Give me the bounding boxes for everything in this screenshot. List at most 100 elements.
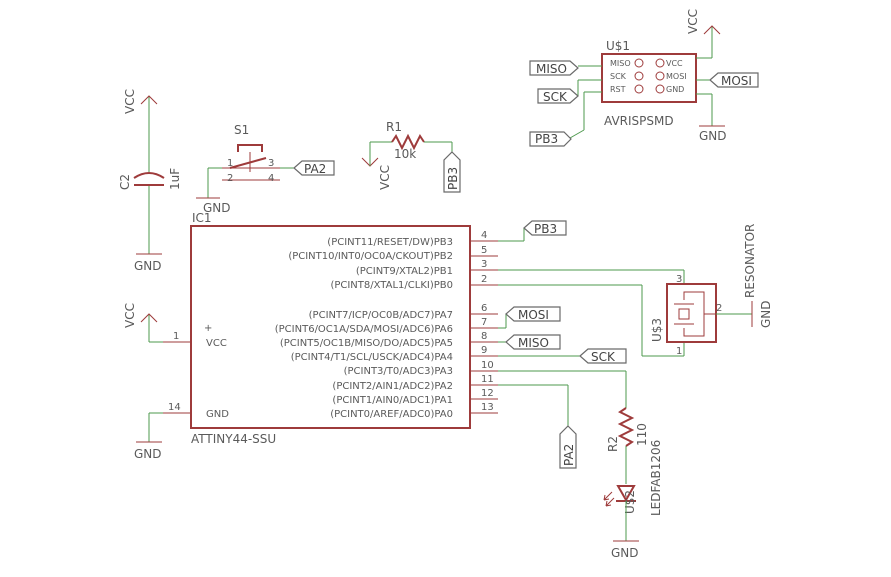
ic1-pinnum-9: 9: [481, 345, 487, 356]
resistor-r1: R1 10k VCC PB3: [361, 120, 461, 193]
s1-pin-2: 2: [227, 173, 233, 184]
ic1-pin-pb2: (PCINT10/INT0/OC0A/CKOUT)PB2: [288, 251, 453, 262]
vcc-label: VCC: [378, 165, 392, 190]
net-label-pa2-ic: PA2: [562, 444, 576, 466]
vcc-label: VCC: [686, 9, 700, 34]
vcc-label: VCC: [123, 89, 137, 114]
ic1-pin-pa0: (PCINT0/AREF/ADC0)PA0: [330, 409, 453, 420]
net-flag-miso-ic: [505, 334, 561, 350]
ic1-pin-pb0: (PCINT8/XTAL1/CLKI)PB0: [330, 280, 453, 291]
ic1-pin-pa4: (PCINT4/T1/SCL/USCK/ADC4)PA4: [291, 352, 453, 363]
u1-pin-gnd: GND: [666, 85, 684, 94]
u3-ref: U$3: [650, 318, 664, 342]
ic1-pin-pa1: (PCINT1/AIN0/ADC1)PA1: [332, 395, 453, 406]
u2-ref: U$2: [623, 490, 637, 514]
ic1-pin-pa5: (PCINT5/OC1B/MISO/DO/ADC5)PA5: [280, 338, 453, 349]
s1-pin-1: 1: [227, 158, 233, 169]
net-label-sck-ic: SCK: [591, 350, 616, 364]
net-label-sck: SCK: [543, 90, 568, 104]
u3-pin-2: 2: [716, 303, 722, 314]
ic1-pin-pb1: (PCINT9/XTAL2)PB1: [356, 266, 453, 277]
u1-pin-vcc: VCC: [666, 59, 683, 68]
net-label-miso-ic: MISO: [518, 336, 549, 350]
net-label-mosi: MOSI: [721, 74, 752, 88]
u1-ref: U$1: [606, 39, 630, 53]
net-flag-mosi-ic: [505, 306, 561, 322]
u1-pin-mosi: MOSI: [666, 72, 687, 81]
ic1-pinnum-7: 7: [481, 317, 487, 328]
gnd-label: GND: [134, 259, 162, 273]
pa2-net: PA2: [498, 384, 577, 469]
c2-value: 1uF: [168, 168, 182, 190]
net-flag-sck-ic: [579, 348, 627, 364]
u1-value: AVRISPSMD: [604, 114, 674, 128]
net-flag-pa2: [293, 160, 335, 176]
net-flag-pb3-ic: [523, 220, 567, 236]
ic1-pin-pa3: (PCINT3/T0/ADC3)PA3: [344, 366, 453, 377]
ic1-pinnum-10: 10: [481, 360, 494, 371]
ic1-pinnum-11: 11: [481, 374, 494, 385]
gnd-label: GND: [611, 546, 639, 560]
net-label-miso: MISO: [536, 62, 567, 76]
ic1-pin-pa7: (PCINT7/ICP/OC0B/ADC7)PA7: [309, 310, 453, 321]
net-label-mosi-ic: MOSI: [518, 308, 549, 322]
vcc-label: VCC: [123, 303, 137, 328]
ic1-right-pins: (PCINT11/RESET/DW)PB3 4 (PCINT10/INT0/OC…: [275, 230, 498, 420]
u1-pin-miso: MISO: [610, 59, 631, 68]
gnd-label: GND: [759, 300, 773, 328]
r2-ref: R2: [606, 436, 620, 452]
net-flag-sck: [537, 88, 579, 104]
ic1-pinnum-2: 2: [481, 274, 487, 285]
s1-pin-3: 3: [268, 158, 274, 169]
ic1-pinnum-5: 5: [481, 245, 487, 256]
ic1-pin-pb3: (PCINT11/RESET/DW)PB3: [327, 237, 453, 248]
net-flag-pb3: [443, 151, 461, 193]
ic1-pinnum-1: 1: [173, 331, 179, 342]
ic1-pinnum-6: 6: [481, 303, 487, 314]
net-flag-pb3-isp: [529, 131, 572, 147]
pb3-net: PB3: [498, 220, 567, 242]
net-flag-mosi: [709, 72, 759, 88]
u3-pin-1: 1: [676, 346, 682, 357]
net-label-pb3-isp: PB3: [535, 132, 558, 146]
net-flag-miso: [529, 60, 579, 76]
mcu-ic1: IC1 ATTINY44-SSU (PCINT11/RESET/DW)PB3 4…: [123, 211, 498, 461]
ic1-pinnum-14: 14: [168, 402, 181, 413]
u1-pin-rst: RST: [610, 85, 626, 94]
ic1-pinnum-13: 13: [481, 402, 494, 413]
net-label-pa2: PA2: [304, 162, 326, 176]
ic1-pinnum-12: 12: [481, 388, 494, 399]
resonator-u3: 3 2 1 U$3 RESONATOR GND: [498, 224, 773, 357]
net-label-pb3-ic: PB3: [534, 222, 557, 236]
ic1-pin-pa6: (PCINT6/OC1A/SDA/MOSI/ADC6)PA6: [275, 324, 453, 335]
u1-pin-sck: SCK: [610, 72, 627, 81]
ic1-ref: IC1: [192, 211, 212, 225]
ic1-pin-gnd: GND: [206, 409, 229, 420]
u3-value: RESONATOR: [743, 224, 757, 298]
net-label-pb3: PB3: [446, 167, 460, 190]
s1-pin-4: 4: [268, 173, 274, 184]
ic1-pinnum-8: 8: [481, 331, 487, 342]
ic1-vcc-plus: +: [204, 323, 212, 334]
vcc-arrow: [140, 313, 158, 323]
ic1-pin-vcc: VCC: [206, 338, 227, 349]
ic1-pinnum-4: 4: [481, 230, 487, 241]
u3-pin-3: 3: [676, 274, 682, 285]
isp-header-u1: U$1 MISO VCC SCK MOSI RST GND AVRISPSMD …: [529, 9, 759, 147]
gnd-label: GND: [134, 447, 162, 461]
spi-nets: MOSI MISO SCK: [498, 306, 627, 364]
vcc-arrow: [703, 25, 721, 35]
s1-ref: S1: [234, 123, 249, 137]
capacitor-c2: VCC C2 1uF GND: [118, 89, 182, 273]
ic1-pinnum-3: 3: [481, 259, 487, 270]
ic1-pin-pa2: (PCINT2/AIN1/ADC2)PA2: [332, 381, 453, 392]
gnd-label: GND: [203, 201, 231, 215]
r2-value: 110: [635, 423, 649, 446]
r1-ref: R1: [386, 120, 402, 134]
net-flag-pa2-ic: [559, 425, 577, 469]
ic1-value: ATTINY44-SSU: [191, 432, 276, 446]
gnd-label: GND: [699, 129, 727, 143]
led-circuit: R2 110 U$2 LEDFAB1206 GND: [498, 370, 663, 560]
switch-s1: S1 1 2 3 4 GND PA2: [196, 123, 335, 215]
